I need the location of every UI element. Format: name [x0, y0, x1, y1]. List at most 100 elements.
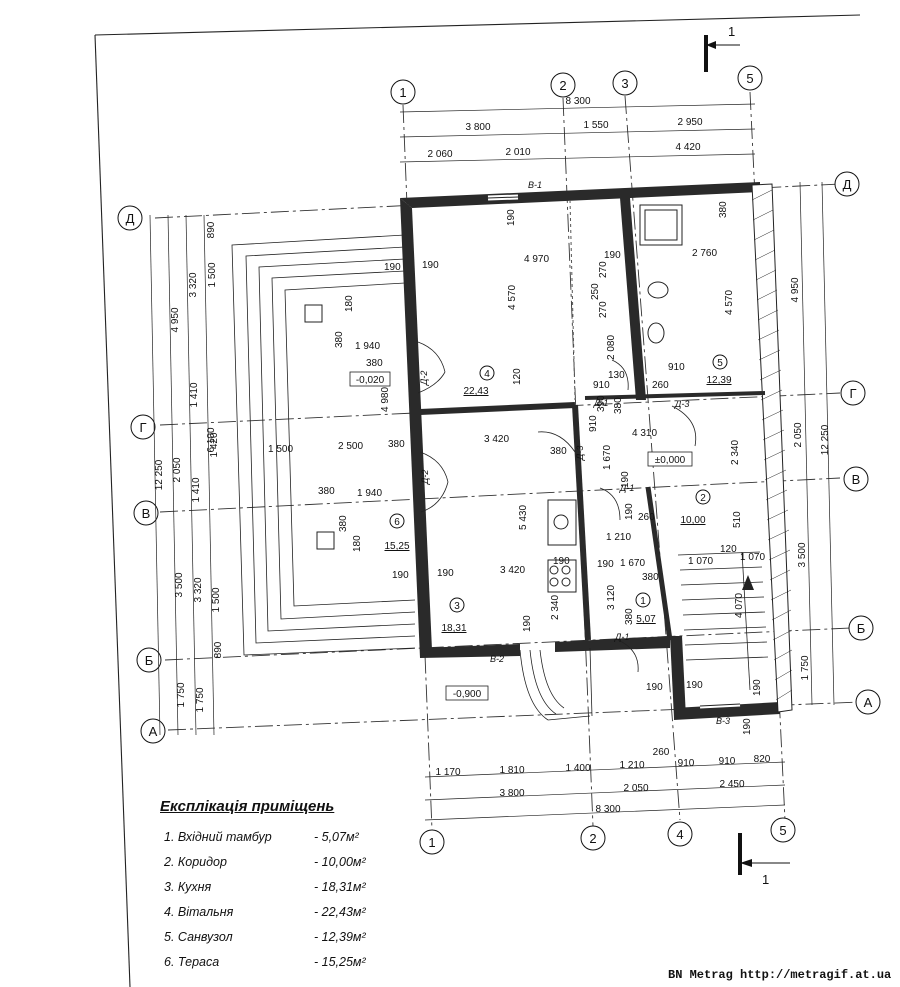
- room-schedule-row: 6. Тераса - 15,25м²: [160, 950, 420, 975]
- sheet-frame: [94, 14, 861, 987]
- room-area-3: 18,31: [441, 623, 466, 634]
- dim-bottom-r2-1: 2 050: [623, 783, 648, 794]
- inner-dim: 910: [588, 415, 599, 432]
- inner-dim: 380: [318, 486, 335, 497]
- inner-dim: 2 340: [730, 440, 741, 465]
- door-label: Д-1: [614, 632, 629, 642]
- inner-dim: 190: [646, 682, 663, 693]
- inner-dim: 270: [598, 301, 609, 318]
- level-markers: -0,020 ±0,000 -0,900: [349, 371, 693, 701]
- dim-top-r2-2: 2 950: [677, 117, 702, 128]
- axis-right-v: В: [852, 472, 861, 487]
- room-name: 6. Тераса: [164, 955, 220, 969]
- axis-right-g: Г: [849, 386, 856, 401]
- dims-bottom: 1 170 1 810 1 400 1 210 260 910 910 820 …: [424, 747, 786, 821]
- room-schedule-row: 1. Вхідний тамбур- 5,07м²: [160, 825, 420, 850]
- inner-dim: 380: [624, 608, 635, 625]
- axis-top-3: 3: [621, 76, 628, 91]
- entrance-steps: [519, 647, 593, 721]
- inner-dim: 4 970: [524, 254, 549, 265]
- axis-right-d: Д: [843, 177, 852, 192]
- room-num-4: 4: [484, 369, 490, 380]
- window-label: В-2: [490, 654, 504, 664]
- inner-dim: 260: [652, 380, 669, 391]
- inner-dim: 4 070: [734, 593, 745, 618]
- inner-dim: 4 980: [380, 387, 391, 412]
- dims-right: 4 950 2 050 3 500 1 750 12 250: [790, 181, 835, 706]
- axis-bottom-4: 4: [676, 827, 683, 842]
- room-area: - 5,07м²: [314, 830, 359, 844]
- inner-dim: 190: [624, 503, 635, 520]
- inner-dim: 380: [338, 515, 349, 532]
- section-mark-top-label: 1: [728, 24, 735, 39]
- interior-walls: [419, 199, 766, 641]
- dim-right-c1-1: 2 050: [793, 422, 804, 447]
- axis-top-1: 1: [399, 85, 406, 100]
- room-area-1: 5,07: [636, 614, 656, 625]
- room-name: 5. Санвузол: [164, 930, 233, 944]
- inner-dim: 190: [422, 260, 439, 271]
- inner-dim: 1 500: [268, 444, 293, 455]
- door-label: Д-2: [420, 470, 430, 485]
- dim-right-c1-3: 1 750: [800, 655, 811, 680]
- inner-dim: 380: [366, 358, 383, 369]
- room-area: - 15,25м²: [314, 955, 366, 969]
- axis-bubbles-left: Д Г В Б А: [117, 205, 166, 744]
- dim-top-r2-1: 1 550: [583, 120, 608, 131]
- dim-left-c2-0: 4 950: [170, 307, 181, 332]
- dim-left-c3-1: 1 410: [189, 382, 200, 407]
- dim-top-overall: 8 300: [565, 96, 590, 107]
- inner-dim: 190: [604, 250, 621, 261]
- axis-left-a: А: [149, 724, 158, 739]
- room-schedule-row: 4. Вітальня- 22,43м²: [160, 900, 420, 925]
- fixtures: [547, 204, 683, 593]
- section-mark-top: 1: [704, 24, 740, 72]
- inner-dim: 120: [720, 544, 737, 555]
- inner-dim: 190: [553, 556, 570, 567]
- inner-dim: 2 760: [692, 248, 717, 259]
- watermark: BN Metrag http://metragif.at.ua: [668, 968, 892, 982]
- room-area: - 10,00м²: [314, 855, 366, 869]
- staircase: [677, 551, 769, 691]
- dim-left-c4-5: 890: [213, 641, 224, 658]
- inner-dim: 190: [437, 568, 454, 579]
- inner-dim: 5 430: [518, 505, 529, 530]
- dim-bottom-r1-1: 1 810: [499, 765, 524, 776]
- axis-bubbles-top: 1 2 3 5: [390, 65, 763, 105]
- inner-dim: 1 940: [357, 488, 382, 499]
- inner-dim: 380: [550, 446, 567, 457]
- room-num-5: 5: [717, 358, 723, 369]
- dim-left-c2-1: 2 050: [172, 457, 183, 482]
- inner-dim: 190: [522, 615, 533, 632]
- axis-left-g: Г: [139, 420, 146, 435]
- room-area-6: 15,25: [384, 541, 409, 552]
- inner-dim: 190: [620, 471, 631, 488]
- inner-dim: 1 070: [688, 556, 713, 567]
- axis-right-b: Б: [857, 621, 866, 636]
- inner-dim: 4 570: [507, 285, 518, 310]
- inner-dim: 390: [596, 395, 607, 412]
- inner-dim: 190: [742, 718, 753, 735]
- dim-top-r3-0: 2 060: [427, 149, 452, 160]
- room-name: 2. Коридор: [164, 855, 227, 869]
- inner-dim: 2 340: [550, 595, 561, 620]
- axis-left-v: В: [142, 506, 151, 521]
- dim-left-c3-4: 1 750: [195, 687, 206, 712]
- axis-bubbles-right: Д Г В Б А: [834, 171, 881, 715]
- room-num-3: 3: [454, 601, 460, 612]
- right-wall-hatch: [751, 183, 793, 713]
- inner-dim: 190: [392, 570, 409, 581]
- door-label: Д-3: [575, 446, 585, 461]
- inner-dim: 380: [613, 397, 624, 414]
- section-mark-bottom: 1: [738, 833, 790, 887]
- inner-dim: 190: [752, 679, 763, 696]
- room-schedule-row: 3. Кухня- 18,31м²: [160, 875, 420, 900]
- terrace-steps: [231, 234, 416, 656]
- dim-top-r3-1: 2 010: [505, 147, 530, 158]
- dim-bottom-r1-2: 1 400: [565, 763, 590, 774]
- inner-dim: 260: [638, 512, 655, 523]
- axis-bottom-2: 2: [589, 831, 596, 846]
- dim-top-r2-0: 3 800: [465, 122, 490, 133]
- dim-left-c4-3: 6 100: [206, 427, 217, 452]
